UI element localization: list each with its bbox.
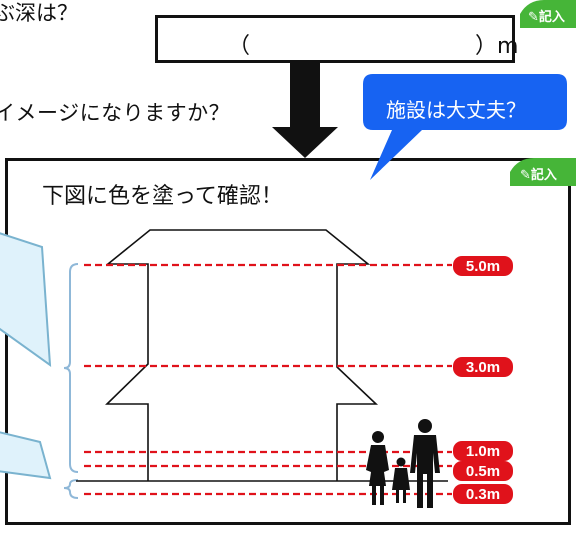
svg-text:0.3m: 0.3m (466, 486, 500, 503)
svg-text:1.0m: 1.0m (466, 443, 500, 460)
level-tag-3.0m: 3.0m (453, 357, 513, 377)
write-badge-illustration-label: ✎記入 (520, 167, 557, 182)
facility-bubble-text: 施設は大丈夫？ (386, 98, 526, 122)
illustration-title: 下図に色を塗って確認！ (42, 184, 283, 209)
facility-speech-bubble (363, 74, 567, 180)
write-badge-top[interactable]: ✎記入 (520, 0, 576, 28)
svg-text:3.0m: 3.0m (466, 359, 500, 376)
svg-text:0.5m: 0.5m (466, 463, 500, 480)
depth-answer-box[interactable] (155, 15, 515, 63)
image-question-text: イメージになりますか？ (0, 101, 231, 125)
level-tag-0.3m: 0.3m (453, 484, 513, 504)
level-tag-0.5m: 0.5m (453, 461, 513, 481)
svg-text:5.0m: 5.0m (466, 258, 500, 275)
level-tag-1.0m: 1.0m (453, 441, 513, 461)
height-braces (63, 263, 79, 499)
answer-open-paren: （ (228, 34, 251, 59)
level-lines (84, 263, 452, 496)
down-arrow-icon (272, 63, 338, 158)
answer-unit: ）m (475, 34, 519, 59)
family-silhouette-icon (366, 419, 440, 508)
write-badge-illustration[interactable]: ✎記入 (510, 158, 576, 186)
house-outline (105, 229, 379, 481)
callout-bubble-upper (0, 232, 52, 368)
depth-question-text: ぶ深は？ (0, 1, 78, 25)
level-tag-5.0m: 5.0m (453, 256, 513, 276)
callout-bubble-lower (0, 431, 52, 480)
write-badge-top-label: ✎記入 (528, 9, 565, 24)
illustration-frame (5, 158, 571, 525)
